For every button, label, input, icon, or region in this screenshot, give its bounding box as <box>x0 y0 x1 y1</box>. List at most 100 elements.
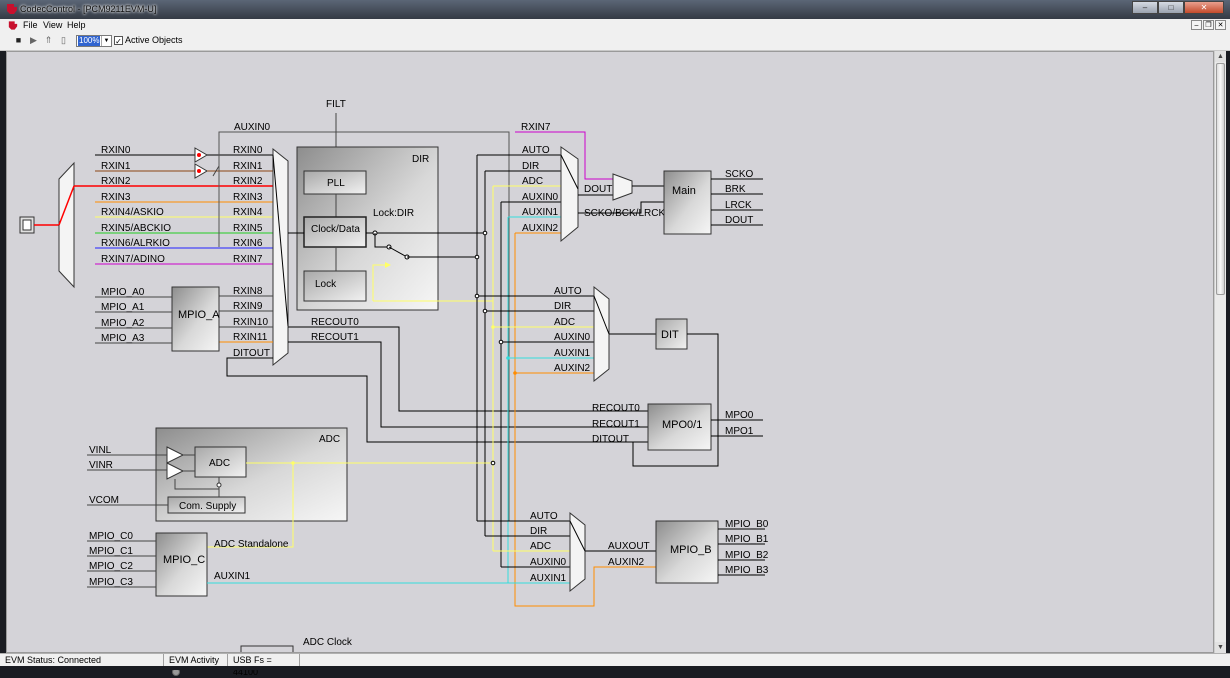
input-connector-inner <box>22 219 32 231</box>
zoom-value: 100% <box>78 36 101 46</box>
mux-label-ditout: DITOUT <box>233 348 270 359</box>
label-dout: DOUT <box>584 184 612 195</box>
main-label: Main <box>672 185 696 197</box>
dit-mux-label-auxin0: AUXIN0 <box>554 332 591 343</box>
vertical-scrollbar[interactable]: ▲ ▼ <box>1214 51 1226 653</box>
mdi-controls: – ❐ ✕ <box>1191 20 1226 30</box>
arrow-icon <box>385 262 391 268</box>
adc-inner-block[interactable] <box>194 446 247 478</box>
label-rxin2: RXIN2 <box>101 176 131 187</box>
label-rxin7: RXIN7/ADINO <box>101 254 165 265</box>
mux-label-rxin0: RXIN0 <box>233 145 263 156</box>
close-button[interactable]: ✕ <box>1184 1 1224 14</box>
adc-clock-block[interactable] <box>240 645 294 653</box>
play-icon[interactable]: ▶ <box>30 35 37 45</box>
label-mpio-b3: MPIO_B3 <box>725 565 769 576</box>
stop-icon[interactable]: ■ <box>15 35 22 45</box>
clock-data-block[interactable] <box>303 216 367 248</box>
block-diagram: RXIN0 RXIN1 RXIN2 RXIN3 RXIN4/ASKIO RXIN… <box>19 99 769 653</box>
rx-mux-path <box>272 154 289 327</box>
label-mpio-c0: MPIO_C0 <box>89 531 133 542</box>
main-mux-label-adc: ADC <box>522 176 543 187</box>
dir-label: DIR <box>412 154 429 165</box>
zoom-select[interactable]: 100% ▼ <box>76 35 112 47</box>
dit-mux-label-auto: AUTO <box>554 286 582 297</box>
menu-help[interactable]: Help <box>67 20 86 30</box>
junction-auxin1 <box>506 356 510 360</box>
wire-scko <box>578 201 664 214</box>
wire-recout0 <box>288 326 648 412</box>
label-adc-clock: ADC Clock <box>303 637 353 648</box>
mux-label-rxin3: RXIN3 <box>233 192 263 203</box>
ti-logo-icon <box>7 4 17 14</box>
mdi-restore-button[interactable]: ❐ <box>1203 20 1214 30</box>
pll-label: PLL <box>327 178 345 189</box>
mdi-minimize-button[interactable]: – <box>1191 20 1202 30</box>
label-rxin0: RXIN0 <box>101 145 131 156</box>
mpio-b-block[interactable] <box>655 520 719 584</box>
active-objects-checkbox[interactable]: ✓ <box>114 36 123 46</box>
label-mpo1: MPO1 <box>725 426 754 437</box>
mux-label-rxin7: RXIN7 <box>233 254 263 265</box>
dit-block[interactable] <box>655 318 688 350</box>
scroll-down-icon[interactable]: ▼ <box>1215 642 1226 653</box>
window-title: CodecControl - [PCM9211EVM-U] <box>20 4 157 14</box>
adc-block-label: ADC <box>319 434 340 445</box>
scroll-up-icon[interactable]: ▲ <box>1215 51 1226 62</box>
dit-mux[interactable] <box>593 285 610 383</box>
main-block[interactable] <box>663 170 712 235</box>
mpo01-label: MPO0/1 <box>662 419 702 431</box>
upload-icon[interactable]: ⇑ <box>44 35 53 45</box>
mpo01-block[interactable] <box>647 403 712 451</box>
mpio-a-block[interactable] <box>171 286 220 352</box>
mux-label-rxin8: RXIN8 <box>233 286 263 297</box>
b-mux[interactable] <box>569 511 586 593</box>
label-rxin6: RXIN6/ALRKIO <box>101 238 170 249</box>
junctions <box>474 230 504 466</box>
wire-switch <box>374 233 389 248</box>
minimize-button[interactable]: – <box>1132 1 1158 14</box>
label-rxin4: RXIN4/ASKIO <box>101 207 164 218</box>
mdi-close-button[interactable]: ✕ <box>1215 20 1226 30</box>
scrollbar-thumb[interactable] <box>1216 63 1225 295</box>
label-mpo-recout0: RECOUT0 <box>592 403 640 414</box>
mpio-c-block[interactable] <box>155 532 208 597</box>
page-icon[interactable]: ▯ <box>61 35 66 45</box>
clock-data-label: Clock/Data <box>311 224 360 235</box>
main-mux-label-dir: DIR <box>522 161 539 172</box>
main-mux[interactable] <box>560 146 579 243</box>
mux-label-rxin10: RXIN10 <box>233 317 268 328</box>
label-auxin0-top: AUXIN0 <box>234 122 271 133</box>
mpio-b-label: MPIO_B <box>670 544 712 556</box>
menu-file[interactable]: File <box>23 20 38 30</box>
pll-block[interactable] <box>303 170 367 195</box>
amp-vinr-icon <box>166 462 185 480</box>
node <box>216 482 222 488</box>
title-bar: CodecControl - [PCM9211EVM-U] – □ ✕ <box>0 0 1230 19</box>
mux-label-rxin6: RXIN6 <box>233 238 263 249</box>
label-mpio-b1: MPIO_B1 <box>725 534 769 545</box>
chevron-down-icon[interactable]: ▼ <box>101 36 111 46</box>
dit-mux-label-adc: ADC <box>554 317 575 328</box>
lock-label: Lock <box>315 279 337 290</box>
mux-label-rxin2: RXIN2 <box>233 176 263 187</box>
label-mpo-ditout: DITOUT <box>592 434 629 445</box>
maximize-button[interactable]: □ <box>1158 1 1184 14</box>
menu-view[interactable]: View <box>43 20 63 30</box>
label-lrck: LRCK <box>725 200 752 211</box>
label-recout0: RECOUT0 <box>311 317 359 328</box>
tick-mark <box>212 165 220 177</box>
input-demux[interactable] <box>58 161 75 289</box>
wire-adc-standalone <box>207 463 294 548</box>
lock-block[interactable] <box>303 270 367 302</box>
adc-inner-label: ADC <box>209 458 230 469</box>
usb-fs: USB Fs = 44100 <box>228 654 300 677</box>
taskbar-strip <box>0 666 1230 670</box>
label-mpio-a0: MPIO_A0 <box>101 287 145 298</box>
dout-mux[interactable] <box>612 173 633 201</box>
dit-mux-label-auxin1: AUXIN1 <box>554 348 591 359</box>
mpio-a-label: MPIO_A <box>178 309 220 321</box>
label-mpio-a1: MPIO_A1 <box>101 302 145 313</box>
dit-mux-path <box>593 295 610 335</box>
dit-mux-label-auxin2: AUXIN2 <box>554 363 591 374</box>
